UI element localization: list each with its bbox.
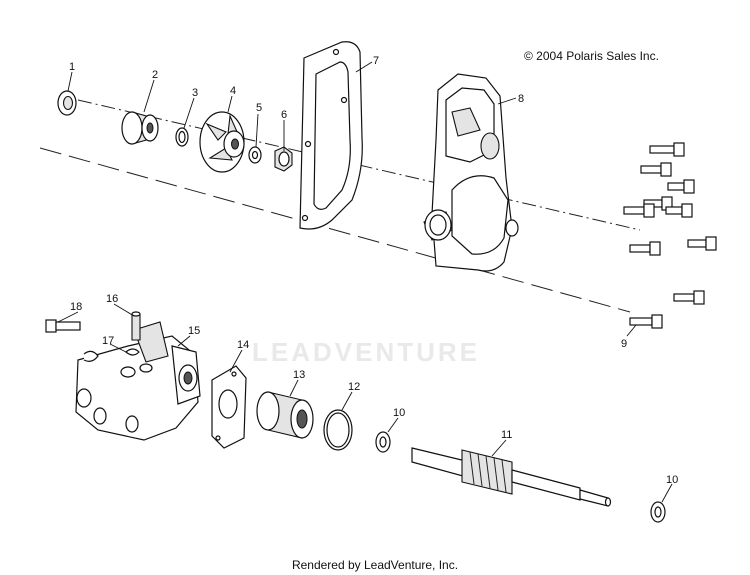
callout-11: 11: [501, 429, 512, 441]
callout-14: 14: [237, 339, 249, 351]
part-13-filter: [256, 391, 314, 439]
part-16-pin: [131, 311, 141, 341]
callout-10-upper: 10: [393, 407, 405, 419]
copyright-notice: © 2004 Polaris Sales Inc.: [524, 49, 659, 63]
callout-labels: 1 2 3 4 5 6 7 8 9 10 10 11 12 13 14 15 1…: [69, 55, 678, 486]
callout-1: 1: [69, 61, 75, 73]
watermark: LEADVENTURE: [252, 337, 481, 367]
part-15-oil-pump: [75, 321, 201, 441]
part-12-o-ring: [323, 409, 353, 451]
callout-12: 12: [348, 381, 360, 393]
part-10-washer-lower: [650, 501, 666, 523]
callout-8: 8: [518, 93, 524, 105]
part-1-seal: [57, 90, 77, 116]
part-11-shaft: [411, 447, 612, 507]
callout-5: 5: [256, 102, 262, 114]
callout-3: 3: [192, 87, 198, 99]
callout-13: 13: [293, 369, 305, 381]
callout-16: 16: [106, 293, 118, 305]
callout-15: 15: [188, 325, 200, 337]
callout-10-lower: 10: [666, 474, 678, 486]
callout-17: 17: [102, 335, 114, 347]
part-7-gasket: [299, 41, 363, 230]
callout-7: 7: [373, 55, 379, 67]
callout-6: 6: [281, 109, 287, 121]
callout-4: 4: [230, 85, 236, 97]
callout-2: 2: [152, 69, 158, 81]
part-18-bolt: [45, 319, 81, 333]
part-10-washer-upper: [375, 431, 391, 453]
part-6-nut: [274, 146, 293, 172]
callout-9: 9: [621, 338, 627, 350]
part-17-clip: [125, 348, 140, 356]
callout-18: 18: [70, 301, 82, 313]
part-4-impeller: [199, 111, 245, 173]
callout-leader-lines: [57, 61, 673, 503]
part-9-bolts: [623, 142, 717, 329]
part-8-pump-cover: [423, 73, 519, 272]
part-14-gasket: [211, 365, 247, 449]
rendered-by-credit: Rendered by LeadVenture, Inc.: [291, 558, 459, 572]
part-5-washer: [248, 146, 262, 164]
part-2-bearing: [121, 111, 159, 145]
part-3-o-ring: [175, 127, 189, 147]
